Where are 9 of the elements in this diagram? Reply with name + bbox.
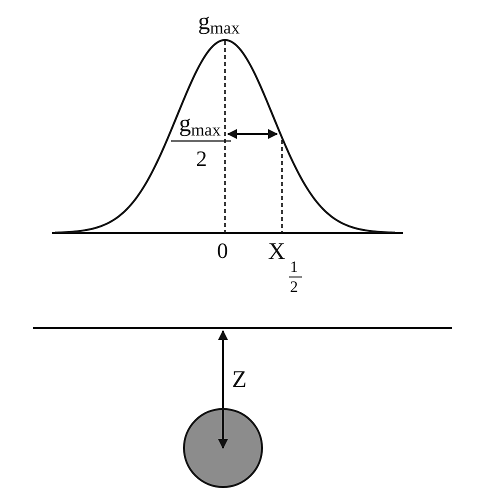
buried-sphere: [183, 408, 263, 488]
subscript-numerator: 1: [290, 260, 298, 276]
subscript-denominator: 2: [290, 280, 298, 296]
half-max-numerator: g$_{max}$: [179, 112, 221, 139]
origin-label: 0: [217, 240, 228, 262]
depth-label: Z: [232, 368, 247, 392]
half-width-label: X: [268, 240, 286, 264]
peak-label: g$_{max}$: [198, 10, 240, 37]
half-max-denominator: 2: [196, 148, 207, 170]
